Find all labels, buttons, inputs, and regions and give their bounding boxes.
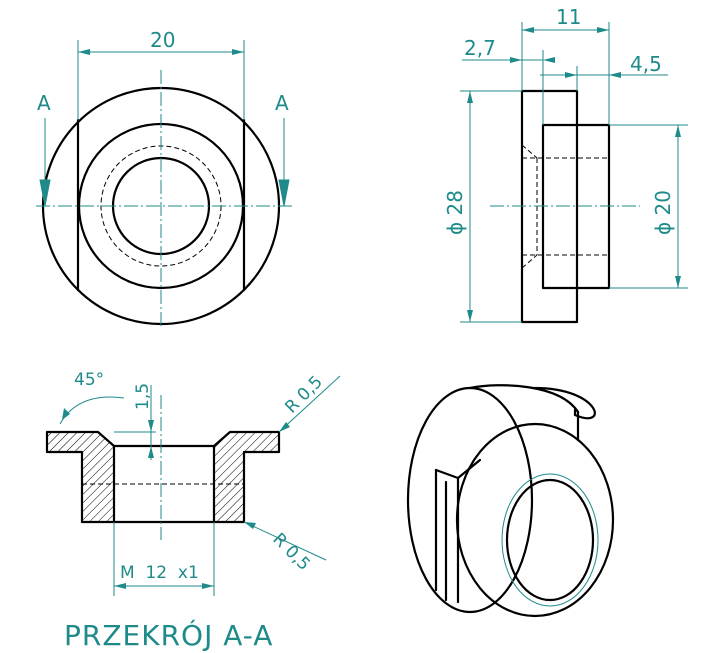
section-angle-label: 45° [74,370,104,390]
section-hatch-left [47,432,114,522]
side-inner-arrow-b [675,276,681,288]
side-dim11-arrow-r [597,27,609,33]
section-radius-top-arrow [279,422,290,432]
section-arrow-left [39,179,51,207]
iso-flange-back [406,386,534,614]
section-arrow-right [278,179,290,207]
iso-flange-top [468,384,580,414]
side-dim45-arrow-r [609,72,621,78]
side-dim27-arrow-l [510,57,522,63]
iso-bore-outer [505,478,595,602]
section-title: PRZEKRÓJ A-A [64,618,273,652]
section-angle-arrow [62,408,70,420]
section-radius-bottom-arrow [244,522,256,529]
side-flange-label: 2,7 [464,36,496,60]
side-dim27-arrow-r [543,57,555,63]
section-mark-right: A [275,91,289,115]
side-inner-arrow-t [675,125,681,137]
front-width-label: 20 [150,28,175,52]
section-15-arrow-b [148,446,154,458]
iso-bore-chamfer [501,473,599,607]
side-outer-arrow-b [467,310,473,322]
isometric-view [406,384,615,618]
side-step-label: 4,5 [630,52,662,76]
side-length-label: 11 [556,5,581,29]
section-radius-top-leader [278,375,341,433]
front-dim-arrow-right [232,49,244,55]
section-thread-arrow-l [114,583,126,589]
side-chamfer-top [521,144,538,159]
side-dim11-arrow-l [522,27,534,33]
section-15-arrow-t [148,420,154,432]
side-outer-arrow-t [467,91,473,103]
section-radius-bottom-label: R 0,5 [268,529,313,574]
iso-flat-top [434,458,482,480]
iso-flange-face [533,386,596,420]
section-view: 45° 1,5 R 0,5 R 0,5 M 12 x1 PRZEKRÓJ A-A [45,370,341,652]
section-radius-bottom-leader [243,521,327,561]
front-view: 20 A A [36,28,294,328]
side-outer-dia-label: ϕ 28 [443,190,467,235]
section-mark-left: A [37,91,51,115]
section-thread-label: M 12 x1 [120,563,199,583]
side-dim45-arrow-l [565,72,577,78]
section-depth-label: 1,5 [133,383,153,410]
section-angle-arc [59,396,125,425]
side-chamfer-bottom [521,254,538,269]
side-view: 11 2,7 4,5 ϕ 28 ϕ 20 [443,5,688,324]
side-inner-dia-label: ϕ 20 [651,190,675,235]
section-thread-arrow-r [202,583,214,589]
section-hatch-right [214,432,279,522]
front-dim-arrow-left [78,49,90,55]
